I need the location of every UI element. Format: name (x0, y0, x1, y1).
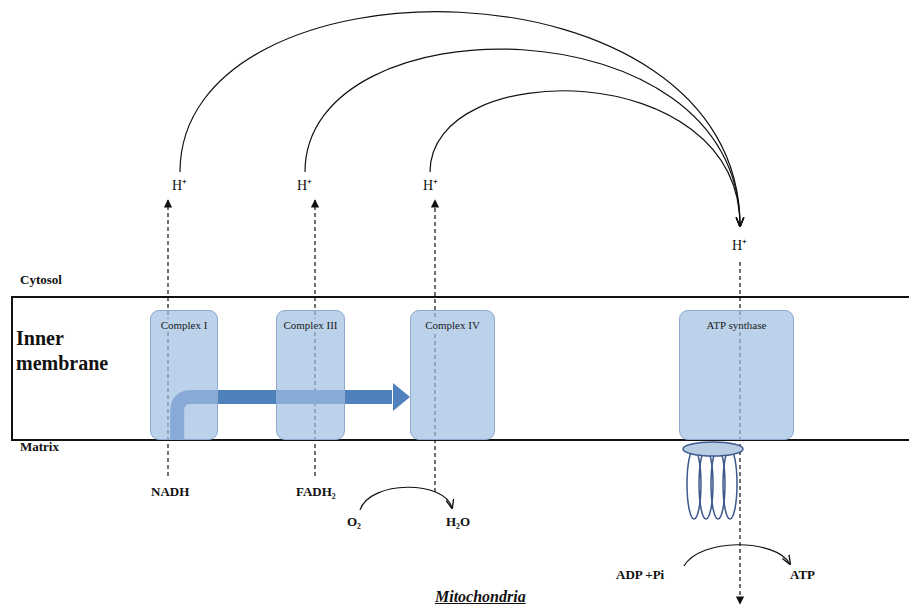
reaction-arcs (360, 487, 790, 566)
complex-label: Complex IV (423, 319, 482, 332)
complex-box: Complex III (276, 310, 345, 440)
proton-label: H⁺ (732, 238, 747, 253)
complex-box: ATP synthase (679, 310, 794, 440)
product-label: ATP (790, 568, 815, 582)
complex-label: Complex I (159, 319, 210, 332)
proton-curves (180, 12, 740, 226)
proton-label: H⁺ (297, 178, 312, 193)
complex-label: Complex III (281, 319, 339, 332)
proton-label: H⁺ (172, 178, 187, 193)
proton-label: H⁺ (423, 178, 438, 193)
complex-box: Complex I (150, 310, 218, 440)
substrate-label: NADH (151, 485, 189, 499)
region-label: Matrix (20, 440, 59, 454)
region-label: Cytosol (20, 273, 62, 287)
arrow-head (393, 383, 410, 411)
substrate-label: ADP +Pi (616, 568, 664, 582)
region-label: Inner membrane (16, 326, 146, 376)
atp-synthase-rotor (683, 442, 743, 519)
proton-arrows (168, 200, 740, 604)
product-label: H₂O (446, 515, 470, 529)
caption: Mitochondria (435, 588, 526, 606)
complex-label: ATP synthase (705, 319, 769, 332)
complex-box: Complex IV (410, 310, 495, 440)
substrate-label: O₂ (347, 515, 361, 529)
membrane (12, 297, 909, 440)
substrate-label: FADH₂ (296, 485, 336, 499)
